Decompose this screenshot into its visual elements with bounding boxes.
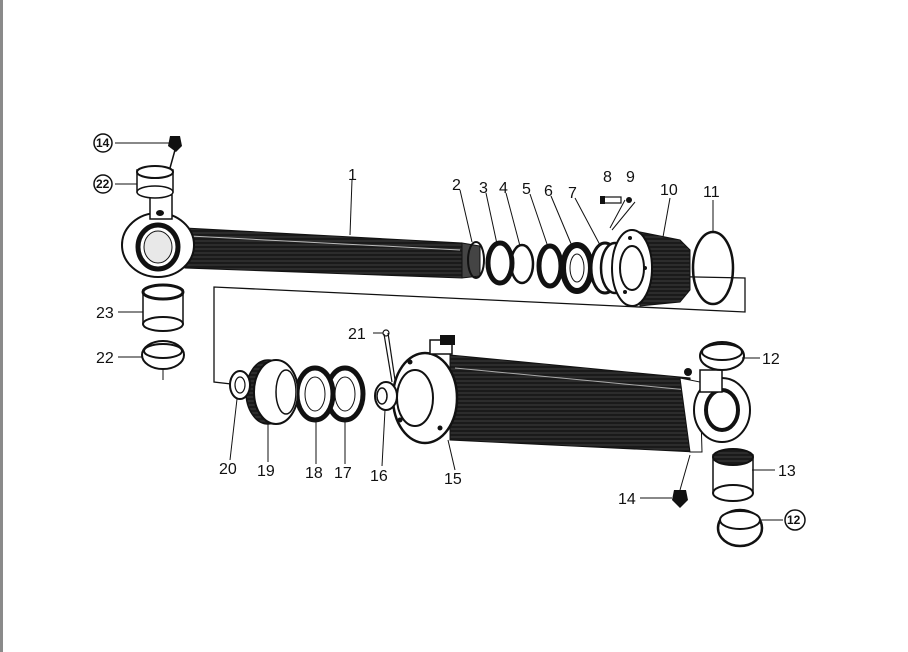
grease-fitting-14-top xyxy=(168,136,182,169)
o-ring-11 xyxy=(691,230,735,306)
part-label-10: 10 xyxy=(660,182,678,199)
cotter-pin-21 xyxy=(382,329,396,383)
seal-ring-6 xyxy=(560,242,594,294)
grease-fitting-14-lower xyxy=(672,490,688,508)
piston-rod xyxy=(121,194,481,279)
part-label-22-lower: 22 xyxy=(96,350,114,367)
part-label-8: 8 xyxy=(603,169,612,186)
part-label-17: 17 xyxy=(334,465,352,482)
part-label-4: 4 xyxy=(499,180,508,197)
label-circle-22-top xyxy=(93,174,113,194)
seal-ring-5 xyxy=(536,243,564,289)
part-label-14-top: 14 xyxy=(96,136,110,150)
part-label-19: 19 xyxy=(257,463,275,480)
seal-ring-3 xyxy=(485,240,515,286)
page-edge-line xyxy=(0,0,3,652)
seal-ring-4 xyxy=(509,243,535,285)
washer-9 xyxy=(609,197,636,231)
seal-20 xyxy=(229,370,251,400)
part-label-12-upper: 12 xyxy=(762,351,780,368)
part-label-11: 11 xyxy=(703,184,720,201)
part-label-13: 13 xyxy=(778,463,796,480)
assembly-guide-line xyxy=(213,274,746,386)
bushing-12-upper xyxy=(699,341,745,371)
wear-ring-18 xyxy=(294,365,336,423)
part-label-23: 23 xyxy=(96,305,114,322)
part-label-7: 7 xyxy=(568,185,577,202)
part-label-15: 15 xyxy=(444,471,462,488)
cylinder-tube-15 xyxy=(391,335,703,453)
leader-lines xyxy=(115,142,783,521)
part-label-14-lower: 14 xyxy=(618,491,636,508)
part-label-21: 21 xyxy=(348,326,366,343)
part-label-16: 16 xyxy=(370,468,388,485)
bushing-23 xyxy=(141,283,185,332)
seal-ring-2 xyxy=(467,241,485,279)
label-circle-14-top xyxy=(93,133,113,153)
bushing-13 xyxy=(679,448,754,502)
part-label-22-top: 22 xyxy=(96,177,110,191)
part-label-1: 1 xyxy=(348,167,357,184)
part-label-20: 20 xyxy=(219,461,237,478)
part-label-3: 3 xyxy=(479,180,488,197)
label-circle-12-lower xyxy=(784,509,806,531)
part-label-2: 2 xyxy=(452,177,461,194)
head-cover-10 xyxy=(611,229,691,307)
nut-16 xyxy=(374,381,398,411)
bushing-22-top xyxy=(136,165,174,199)
cylinder-clevis xyxy=(684,368,751,443)
bushing-12-lower xyxy=(716,508,764,548)
part-label-6: 6 xyxy=(544,183,553,200)
part-label-12-lower: 12 xyxy=(787,513,801,527)
bushing-22-lower xyxy=(141,340,185,380)
piston-19 xyxy=(245,359,299,425)
bolt-8 xyxy=(600,196,622,204)
part-label-18: 18 xyxy=(305,465,323,482)
part-label-9: 9 xyxy=(626,169,635,186)
part-label-5: 5 xyxy=(522,181,531,198)
